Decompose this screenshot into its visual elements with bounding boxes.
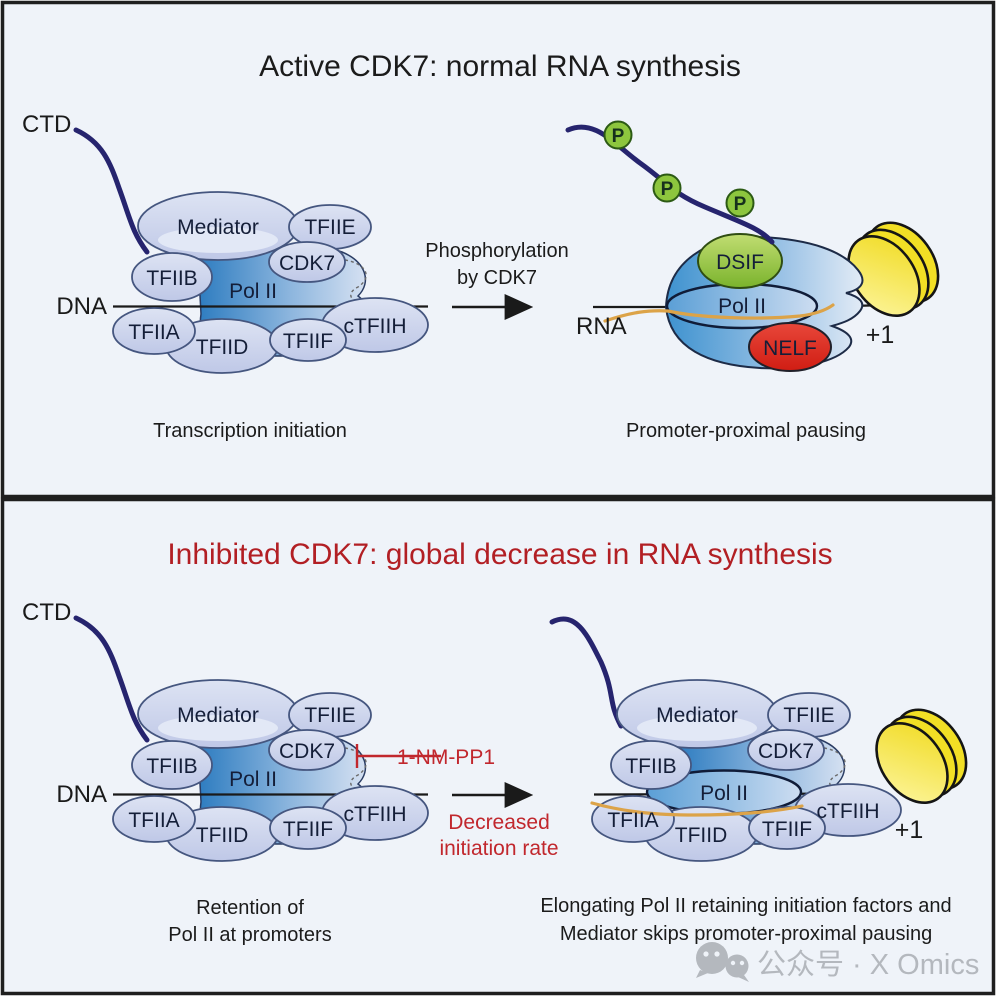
- top-left-caption: Transcription initiation: [153, 420, 347, 442]
- cdk7-label: CDK7: [279, 252, 335, 275]
- top-panel-title: Active CDK7: normal RNA synthesis: [259, 50, 741, 83]
- tfiie-label: TFIIE: [783, 704, 834, 727]
- ctd-linker-dashed: [823, 747, 846, 790]
- tfiia-label: TFIIA: [128, 809, 179, 832]
- ctfiih-label: cTFIIH: [344, 315, 407, 338]
- ctd-tail: [549, 616, 624, 729]
- bottom-right-caption-line1: Elongating Pol II retaining initiation f…: [540, 895, 951, 917]
- phospho-letter: P: [661, 179, 674, 200]
- pic-complex-retained: Mediator TFIIE CDK7 TFIIB Pol II cTFIIH …: [112, 679, 429, 862]
- tfiib-label: TFIIB: [625, 755, 676, 778]
- nucleosome: [847, 221, 940, 318]
- cdk7-ellipse: [268, 729, 346, 771]
- tfiia-label: TFIIA: [128, 321, 179, 344]
- pol2-label: Pol II: [229, 768, 277, 791]
- pol2-label: Pol II: [700, 782, 748, 805]
- phospho-mark-icon: [652, 173, 682, 203]
- ctd-tail: [73, 615, 150, 743]
- bottom-left-caption-line1: Retention of: [196, 897, 304, 919]
- pol2-label: Pol II: [718, 295, 766, 318]
- tfiib-ellipse: [610, 740, 692, 790]
- bottom-left-caption-line2: Pol II at promoters: [168, 924, 331, 946]
- decreased-label-line2: initiation rate: [439, 837, 558, 860]
- wechat-icon: [696, 942, 749, 982]
- phospho-label-line2: by CDK7: [457, 267, 537, 289]
- cdk7-label: CDK7: [758, 740, 814, 763]
- phospho-mark-icon: [725, 188, 755, 218]
- tfiif-ellipse: [269, 806, 347, 850]
- ctd-linker-dashed: [344, 259, 367, 302]
- tfiif-label: TFIIF: [283, 818, 333, 841]
- phospho-letter: P: [612, 126, 625, 147]
- dna-label: DNA: [56, 293, 107, 320]
- phospho-label-line1: Phosphorylation: [425, 240, 568, 262]
- tfiif-label: TFIIF: [283, 330, 333, 353]
- ctfiih-label: cTFIIH: [817, 800, 880, 823]
- decreased-label-line1: Decreased: [448, 811, 550, 834]
- phospho-mark-icon: [603, 120, 633, 150]
- mediator-label: Mediator: [177, 216, 259, 239]
- ctd-label: CTD: [22, 599, 71, 626]
- elongating-complex: Mediator TFIIE CDK7 TFIIB Pol II cTFIIH …: [590, 679, 968, 862]
- dsif-label: DSIF: [716, 251, 764, 274]
- rna-strand: [603, 303, 835, 323]
- ctd-tail: [73, 127, 150, 255]
- top-right-caption: Promoter-proximal pausing: [626, 420, 866, 442]
- tfiid-label: TFIID: [196, 824, 249, 847]
- nelf-label: NELF: [763, 337, 817, 360]
- tfiia-ellipse: [112, 307, 196, 355]
- tfiie-label: TFIIE: [304, 704, 355, 727]
- dna-label: DNA: [56, 781, 107, 808]
- tfiib-label: TFIIB: [146, 267, 197, 290]
- cdk7-label: CDK7: [279, 740, 335, 763]
- tfiib-label: TFIIB: [146, 755, 197, 778]
- plus-one-label: +1: [866, 321, 895, 349]
- tfiid-label: TFIID: [196, 336, 249, 359]
- watermark-label: 公众号 · X Omics: [757, 949, 979, 981]
- tfiif-label: TFIIF: [762, 818, 812, 841]
- mediator-label: Mediator: [656, 704, 738, 727]
- tfiif-ellipse: [269, 318, 347, 362]
- pol2-label: Pol II: [229, 280, 277, 303]
- dsif-ellipse: [697, 233, 783, 289]
- cdk7-ellipse: [268, 241, 346, 283]
- phospho-letter: P: [734, 194, 747, 215]
- paused-complex: P P P DSIF Pol II NELF +1: [565, 120, 940, 372]
- bottom-right-caption-line2: Mediator skips promoter-proximal pausing: [560, 923, 932, 945]
- ctfiih-label: cTFIIH: [344, 803, 407, 826]
- rna-strand: [590, 801, 804, 817]
- tfiib-ellipse: [131, 740, 213, 790]
- ctd-linker-dashed: [344, 747, 367, 790]
- inhibitor-label: 1-NM-PP1: [397, 746, 495, 769]
- mediator-highlight: [158, 715, 278, 741]
- pic-complex-initiation: Mediator TFIIE CDK7 TFIIB Pol II cTFIIH …: [112, 191, 429, 374]
- mediator-label: Mediator: [177, 704, 259, 727]
- tfiie-label: TFIIE: [304, 216, 355, 239]
- bottom-panel-title: Inhibited CDK7: global decrease in RNA s…: [167, 538, 832, 571]
- ctd-label: CTD: [22, 111, 71, 138]
- tfiid-label: TFIID: [675, 824, 728, 847]
- plus-one-label: +1: [895, 816, 924, 844]
- tfiif-ellipse: [748, 806, 826, 850]
- mediator-highlight: [637, 715, 757, 741]
- tfiia-label: TFIIA: [607, 809, 658, 832]
- nelf-ellipse: [748, 322, 832, 372]
- nucleosome: [875, 708, 968, 805]
- mediator-highlight: [158, 227, 278, 253]
- tfiib-ellipse: [131, 252, 213, 302]
- cdk7-ellipse: [747, 729, 825, 771]
- tfiia-ellipse: [112, 795, 196, 843]
- rna-label: RNA: [576, 313, 627, 340]
